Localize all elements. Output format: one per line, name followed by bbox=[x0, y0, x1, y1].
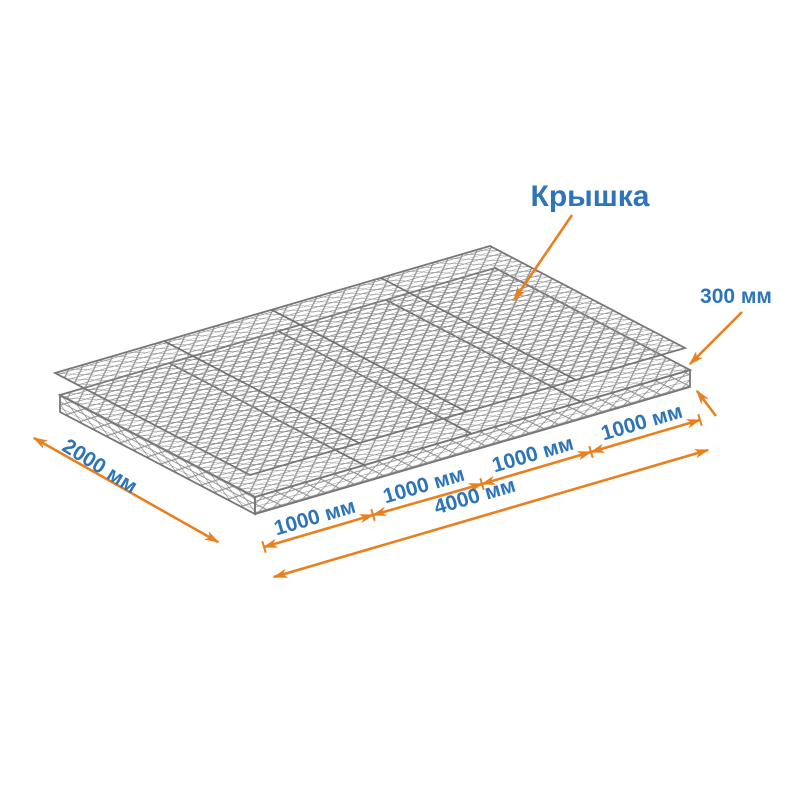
total-length-dimension-line bbox=[272, 448, 710, 579]
lid-fold-line-1 bbox=[163, 340, 360, 444]
height-arrow-bottom bbox=[695, 389, 718, 417]
lid-fold-line-2 bbox=[271, 309, 468, 413]
lid-label: Крышка bbox=[531, 180, 650, 213]
height-arrow-top bbox=[688, 311, 743, 366]
mattress-lid bbox=[52, 245, 688, 476]
lid-leader-arrow bbox=[512, 214, 574, 302]
dimensions bbox=[32, 214, 743, 579]
height-label: 300 мм bbox=[700, 285, 772, 308]
width-dimension-line bbox=[32, 436, 220, 544]
lid-fold-line-3 bbox=[380, 277, 577, 381]
